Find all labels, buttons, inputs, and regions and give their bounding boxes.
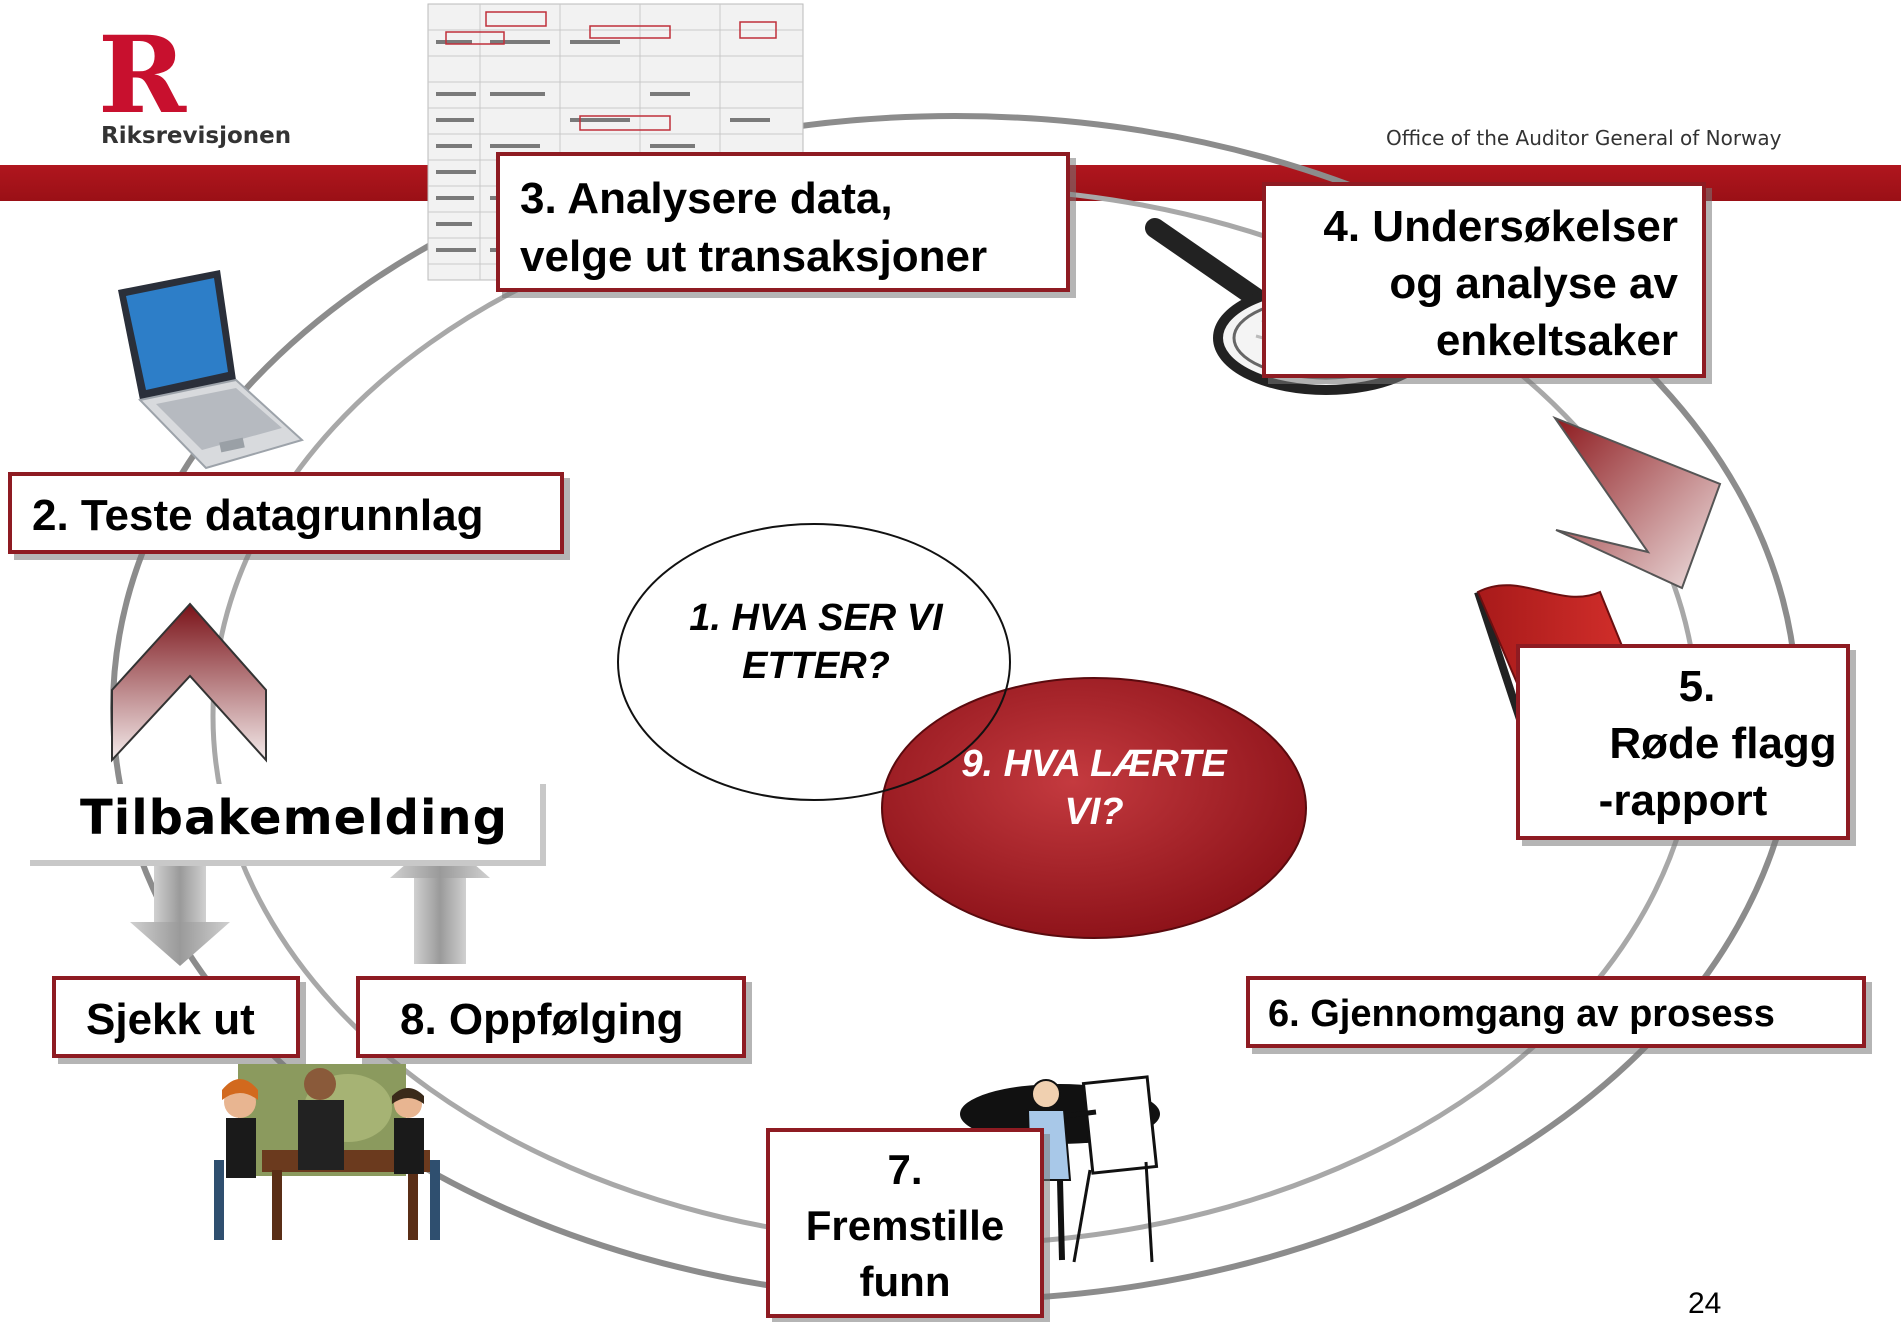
step-5-line-3: -rapport [1598,776,1768,825]
step-3-line-2: velge ut transaksjoner [520,232,988,281]
step-3-line-1: 3. Analysere data, [520,174,893,223]
step-1-label: 1. HVA SER VI ETTER? [646,594,986,690]
step-7-line-1: 7. [887,1146,923,1193]
logo-org-name: Riksrevisjonen [101,123,292,149]
step-8-box: 8. Oppfølging [356,976,746,1058]
checkout-label: Sjekk ut [86,995,255,1044]
step-2-box: 2. Teste datagrunnlag [8,472,564,554]
step-9-ellipse [881,677,1307,939]
step-4-line-1: 4. Undersøkelser [1323,202,1678,251]
step-7-line-2: Fremstille [805,1202,1005,1249]
checkout-box: Sjekk ut [52,976,300,1058]
step-9-line-1: 9. HVA LÆRTE [961,743,1227,785]
logo-letter: R [98,12,187,137]
step-1-line-1: 1. HVA SER VI [689,597,943,639]
step-3-box: 3. Analysere data, velge ut transaksjone… [496,152,1070,292]
page-number: 24 [1688,1287,1722,1320]
step-1-ellipse [617,523,1011,801]
step-6-box: 6. Gjennomgang av prosess [1246,976,1866,1048]
step-2-label: 2. Teste datagrunnlag [32,491,484,540]
step-7-box: 7. Fremstille funn [766,1128,1044,1318]
step-5-line-2: Røde flagg [1609,719,1837,768]
arrow-down-icon [130,866,230,966]
step-1-line-2: ETTER? [742,645,890,687]
step-4-box: 4. Undersøkelser og analyse av enkeltsak… [1262,182,1706,378]
arrow-up-icon [390,834,490,964]
feedback-title: Tilbakemelding [80,790,508,846]
step-9-label: 9. HVA LÆRTE VI? [924,740,1264,836]
meeting-illustration [214,1064,440,1240]
step-4-line-3: enkeltsaker [1435,316,1678,365]
chevron-down-right-icon [1552,415,1722,590]
laptop-illustration [118,270,304,470]
feedback-panel [30,784,546,866]
step-8-label: 8. Oppfølging [400,995,684,1044]
step-6-label: 6. Gjennomgang av prosess [1268,993,1775,1035]
step-5-box: 5. Røde flagg -rapport [1516,644,1850,840]
presenter-illustration [960,1075,1160,1263]
step-4-line-2: og analyse av [1389,259,1678,308]
step-7-line-3: funn [859,1258,951,1305]
step-9-line-2: VI? [1064,791,1124,833]
org-name-english: Office of the Auditor General of Norway [1386,126,1782,150]
chevron-up-icon [111,602,267,763]
step-5-line-1: 5. [1678,662,1716,711]
